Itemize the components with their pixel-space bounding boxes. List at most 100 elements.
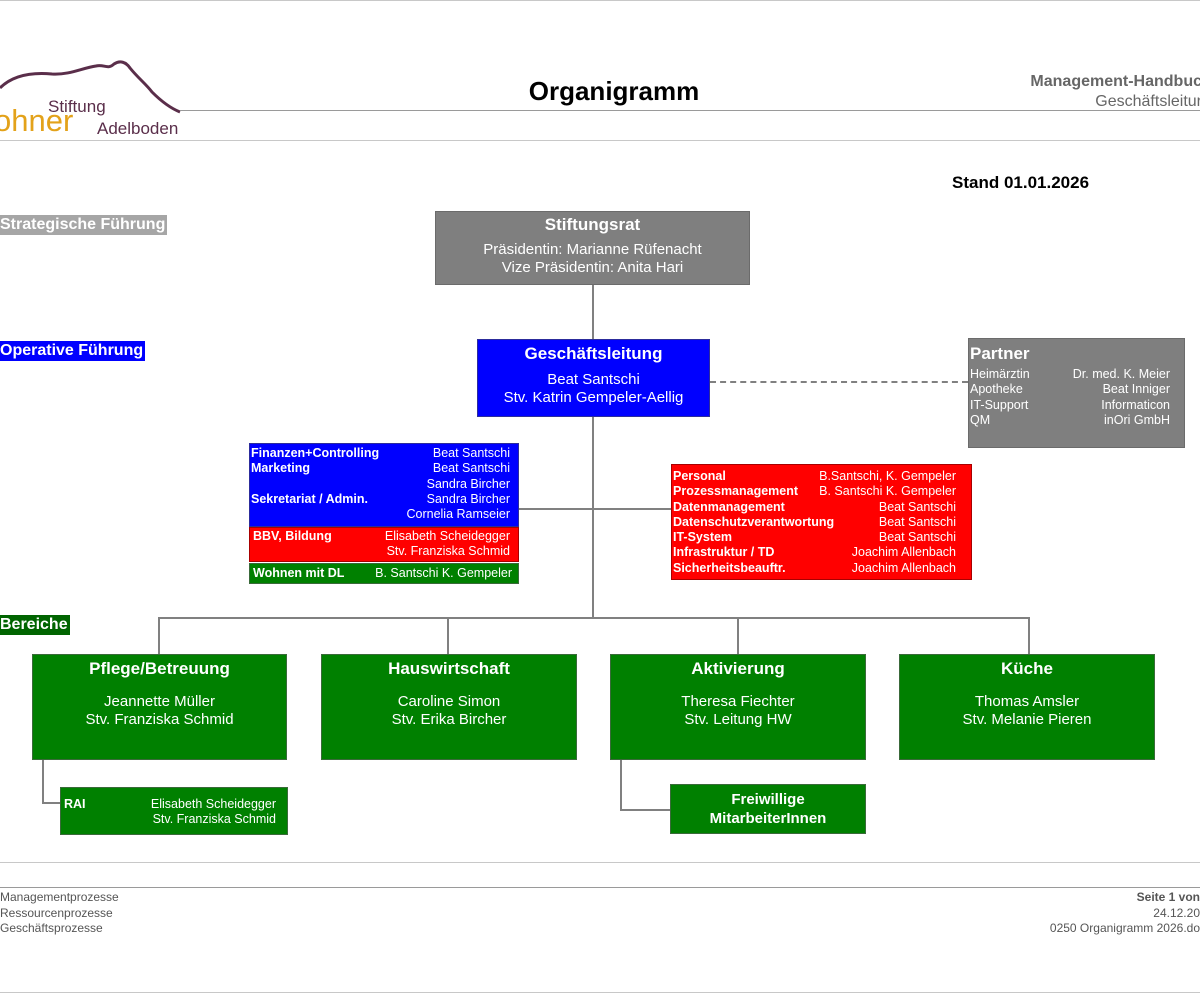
footer-top-border [0,862,1200,863]
connector-volunteers-horizontal [620,809,672,811]
manual-title: Management-Handbuc [1030,73,1200,90]
staff-green-left-box: Wohnen mit DL B. Santschi K. Gempeler [249,563,519,584]
connector-board-management [592,284,594,340]
area-title: Küche [1001,659,1053,678]
staff-name: Beat Santschi [432,461,510,476]
staff-row: Marketing Beat Santschi [251,461,510,476]
partner-name: Beat Inniger [1102,382,1170,397]
footer-left: Managementprozesse Ressourcenprozesse Ge… [0,890,119,937]
area-head: Thomas Amsler [974,693,1080,710]
management-head: Beat Santschi [547,371,640,388]
top-border [0,0,1200,1]
management-box: Geschäftsleitung Beat Santschi Stv. Katr… [477,339,710,417]
footer-rule [0,887,1200,888]
manual-subtitle: Geschäftsleitur [1095,93,1200,110]
label-operative: Operative Führung [0,341,146,361]
board-box: Stiftungsrat Präsidentin: Marianne Rüfen… [435,211,750,285]
label-strategic: Strategische Führung [0,215,168,235]
staff-name: Beat Santschi [432,446,510,460]
staff-name: Elisabeth Scheidegger [384,529,510,543]
connector-area-1 [158,617,160,655]
rai-role: RAI [64,797,86,811]
staff-row: Sicherheitsbeauftr.Joachim Allenbach [673,561,956,576]
connector-partner-dashed [710,381,968,383]
staff-name: Sandra Bircher [426,476,510,491]
footer-process: Geschäftsprozesse [0,921,103,935]
stand-date: Stand 01.01.2026 [952,173,1090,192]
staff-name: Beat Santschi [878,514,956,529]
board-president: Präsidentin: Marianne Rüfenacht [483,241,702,258]
staff-name: B. Santschi K. Gempeler [375,566,512,580]
staff-name: Sandra Bircher [426,491,510,506]
footer-process: Managementprozesse [0,890,119,904]
area-deputy: Stv. Erika Bircher [391,711,507,728]
staff-row: Prozessmanagement B. Santschi K. Gempeler [673,484,956,499]
area-box-kitchen: Küche Thomas Amsler Stv. Melanie Pieren [899,654,1155,760]
staff-row: Cornelia Ramseier [251,507,510,522]
connector-area-2 [447,617,449,655]
management-title: Geschäftsleitung [524,344,663,363]
staff-role: BBV, Bildung [253,529,332,543]
staff-role: Marketing [251,461,311,476]
mountain-logo-icon [0,60,181,114]
connector-area-4 [1028,617,1030,655]
header-bottom-border [0,140,1200,141]
staff-name: Stv. Franziska Schmid [386,544,510,559]
footer-right: Seite 1 von 24.12.20 0250 Organigramm 20… [1050,890,1200,937]
area-deputy: Stv. Leitung HW [684,711,792,728]
staff-row: Finanzen+Controlling Beat Santschi [251,446,510,461]
staff-role: IT-System [673,530,733,545]
staff-role: Wohnen mit DL [253,566,345,580]
logo-place-text: Adelboden [97,119,179,138]
bottom-border [0,992,1200,993]
area-box-care: Pflege/Betreuung Jeannette Müller Stv. F… [32,654,287,760]
staff-name: Beat Santschi [878,499,956,514]
manual-reference: Management-Handbuc Geschäftsleitur [1030,72,1200,112]
partner-name: Informaticon [1101,397,1170,412]
staff-role: Sicherheitsbeauftr. [673,560,786,575]
footer-date: 24.12.20 [1153,905,1200,920]
board-vice-president: Vize Präsidentin: Anita Hari [501,259,684,276]
partner-title: Partner [970,344,1030,363]
area-title: Pflege/Betreuung [89,659,230,678]
area-title: Hauswirtschaft [388,659,510,678]
logo-name-text: ohner [0,103,74,138]
area-box-activation: Aktivierung Theresa Fiechter Stv. Leitun… [610,654,866,760]
partner-name: Dr. med. K. Meier [1072,367,1170,381]
area-head: Theresa Fiechter [681,693,795,710]
staff-name: B. Santschi K. Gempeler [819,484,956,499]
rai-deputy: Stv. Franziska Schmid [152,812,276,827]
area-title: Aktivierung [691,659,785,678]
area-head: Jeannette Müller [104,693,215,710]
staff-row: Stv. Franziska Schmid [253,544,510,559]
connector-volunteers-vertical [620,759,622,810]
header-rule [180,110,1200,111]
partner-name: inOri GmbH [1104,412,1170,427]
board-title: Stiftungsrat [544,215,641,234]
staff-role: Prozessmanagement [673,484,799,499]
area-deputy: Stv. Franziska Schmid [85,711,234,728]
staff-row: Sandra Bircher [251,477,510,492]
staff-row: BBV, Bildung Elisabeth Scheidegger [253,529,510,544]
staff-red-left-box: BBV, Bildung Elisabeth Scheidegger Stv. F… [249,527,519,562]
area-head: Caroline Simon [397,693,501,710]
connector-areas-horizontal [158,617,1030,619]
partner-role: QM [970,412,991,427]
volunteers-box: Freiwillige MitarbeiterInnen [670,784,866,834]
staff-role: Datenmanagement [673,499,785,514]
connector-staff [518,508,672,510]
area-box-housekeeping: Hauswirtschaft Caroline Simon Stv. Erika… [321,654,577,760]
label-areas: Bereiche [0,615,70,635]
connector-rai-vertical [42,760,44,803]
staff-row: Wohnen mit DL B. Santschi K. Gempeler [253,566,512,581]
staff-role: Finanzen+Controlling [251,446,380,460]
